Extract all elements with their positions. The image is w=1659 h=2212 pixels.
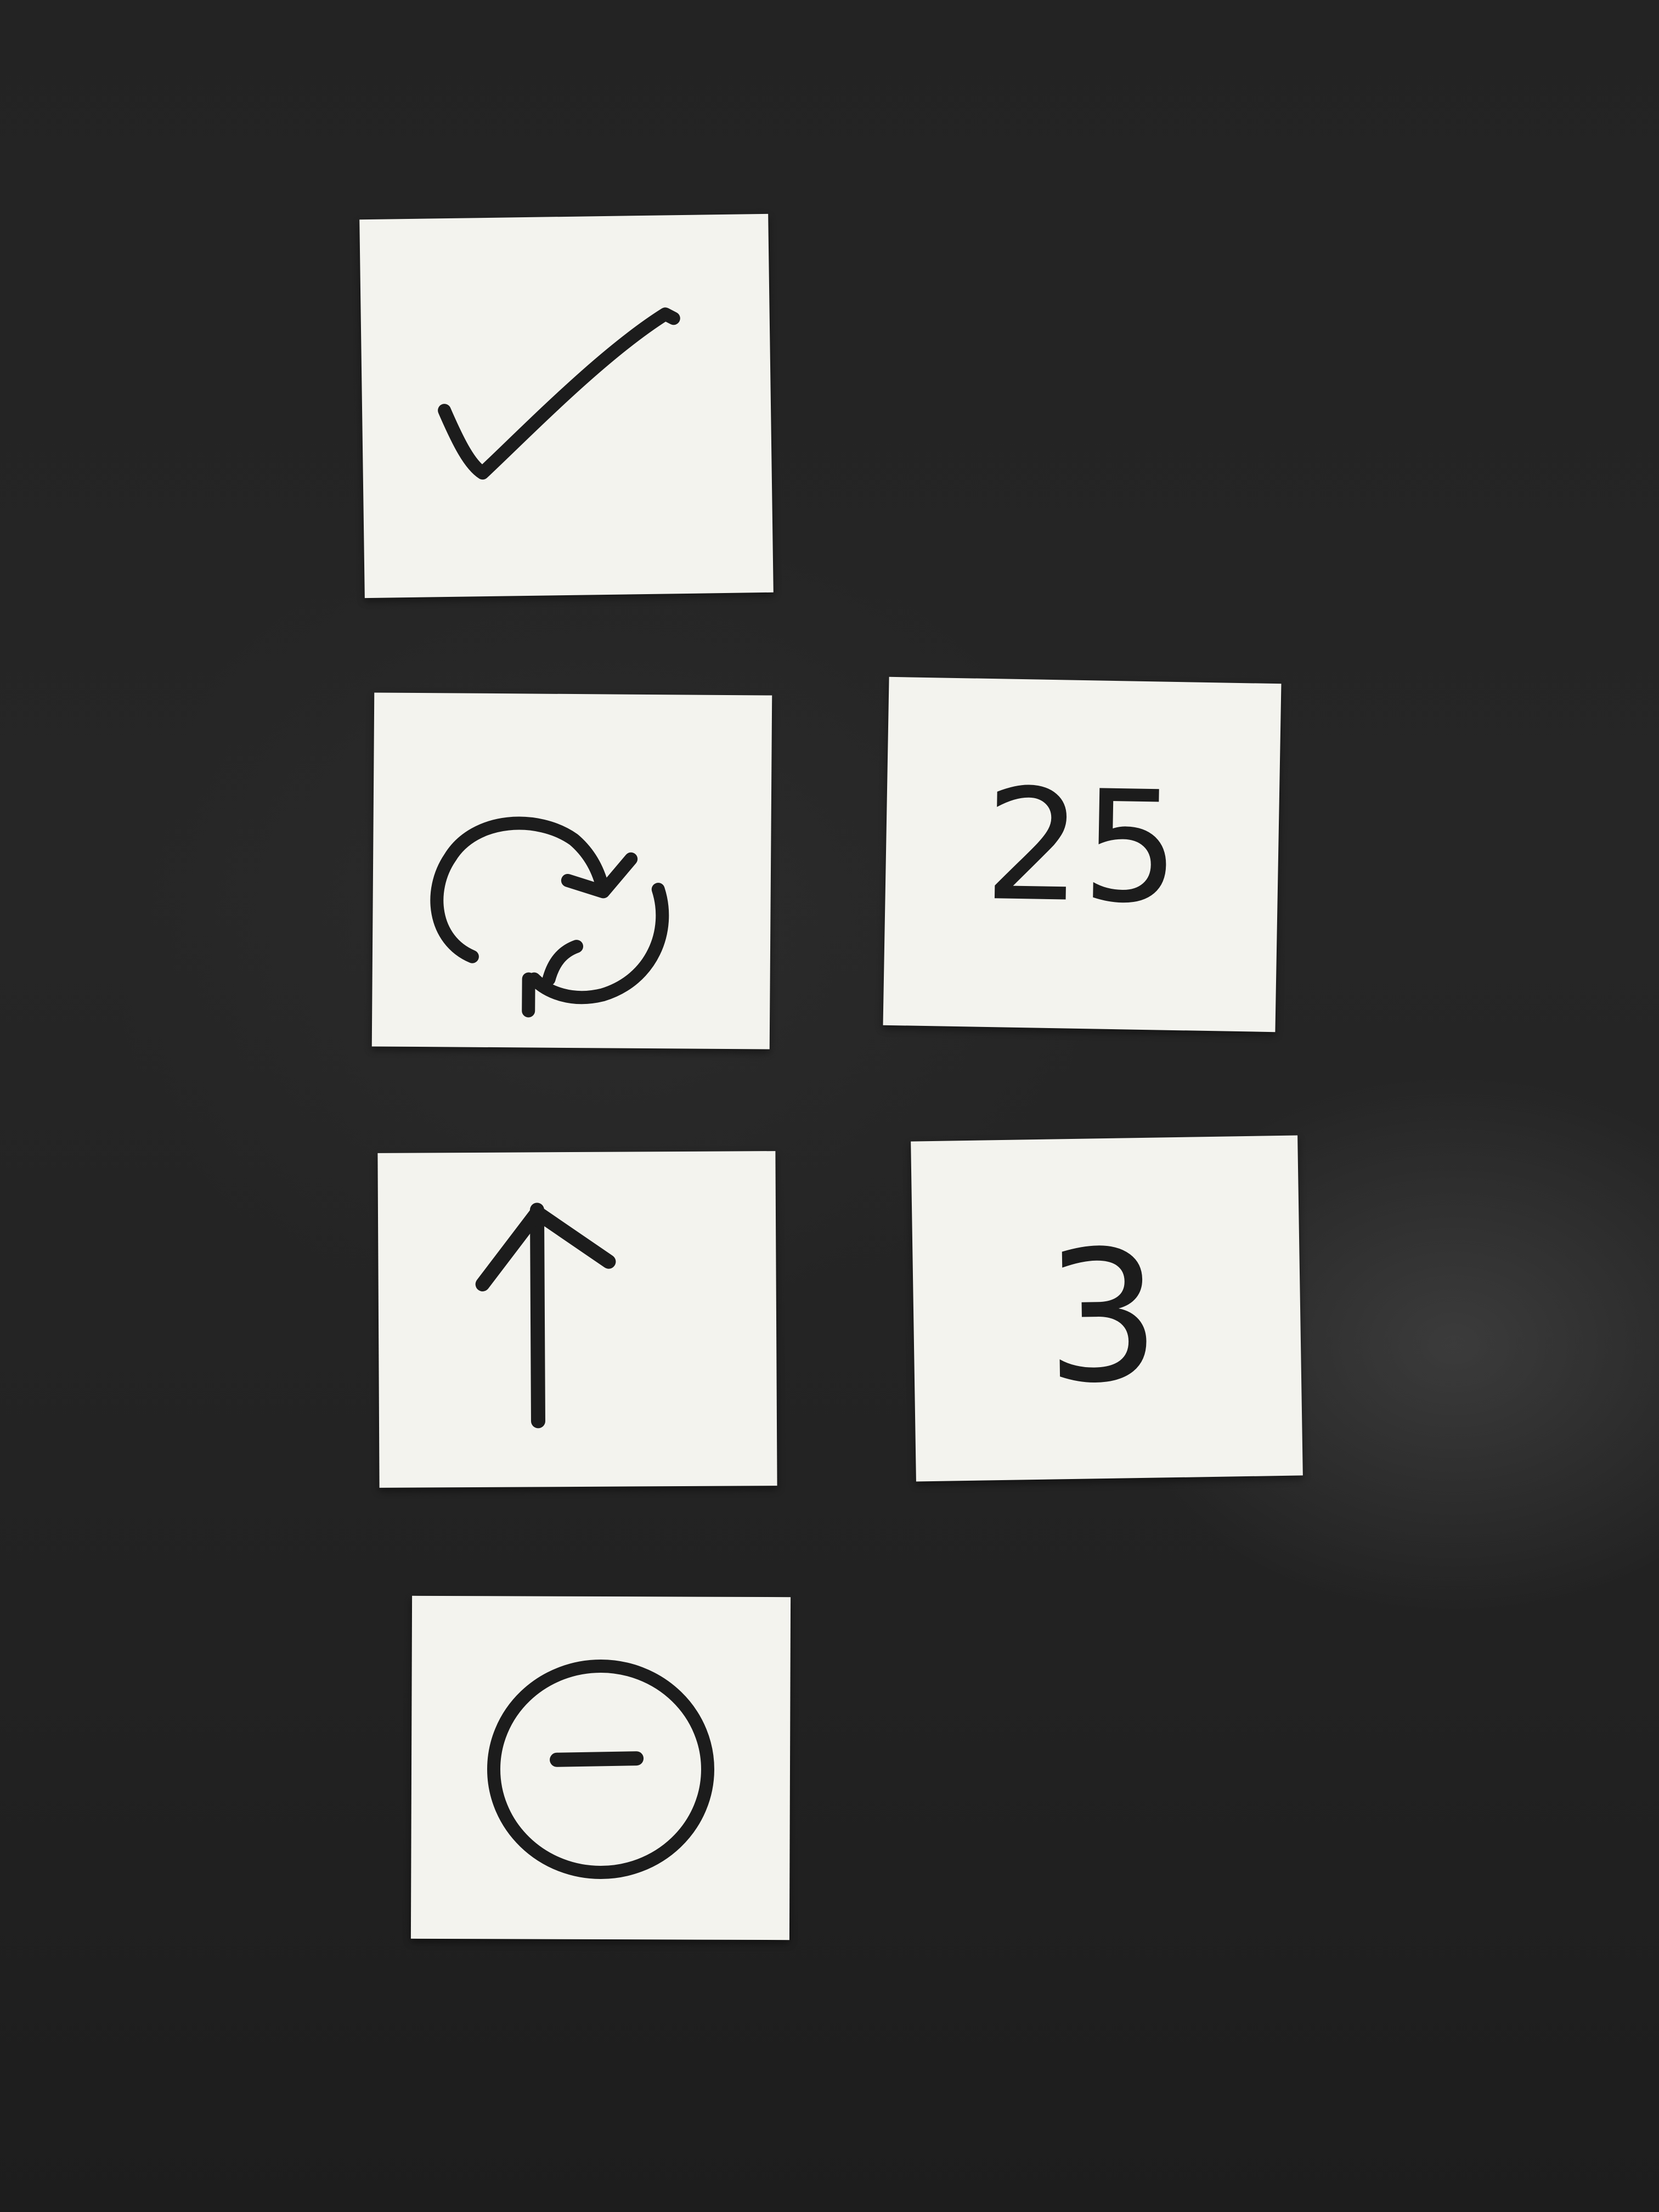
count-25-display: 25 [983, 756, 1181, 938]
arrow-up-icon [475, 1203, 616, 1429]
refresh-icon [430, 816, 669, 1018]
count-note-25: 25 [883, 676, 1282, 1032]
upload-note [377, 1151, 777, 1488]
remove-note [410, 1595, 791, 1940]
count-3-text: 3 [1043, 1211, 1162, 1423]
count-note-3: 3 [911, 1135, 1303, 1482]
refresh-note [371, 692, 772, 1049]
check-note [359, 213, 774, 599]
count-3-display: 3 [1043, 1211, 1162, 1423]
minus-circle-icon [487, 1659, 714, 1880]
check-icon [438, 307, 680, 480]
count-25-text: 25 [983, 756, 1181, 938]
